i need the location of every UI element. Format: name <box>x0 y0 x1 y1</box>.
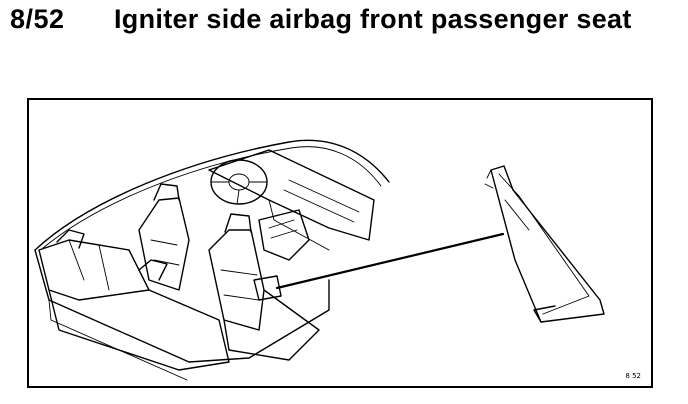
center-console <box>258 209 310 261</box>
document-header: 8/52 Igniter side airbag front passenger… <box>10 2 670 74</box>
page-title: Igniter side airbag front passenger seat <box>114 4 632 34</box>
figure-reference: 8 52 <box>625 372 641 380</box>
roof-outline <box>34 139 390 251</box>
driver-seat <box>138 197 190 291</box>
airbag-location <box>253 275 282 301</box>
section-code: 8/52 <box>10 4 65 34</box>
rear-bench-seat <box>38 239 150 301</box>
car-interior-illustration <box>34 139 605 381</box>
leader-line <box>275 232 505 290</box>
illustration-frame: 8 52 <box>27 98 653 388</box>
dashboard <box>208 149 375 241</box>
side-airbag-module <box>484 165 605 323</box>
